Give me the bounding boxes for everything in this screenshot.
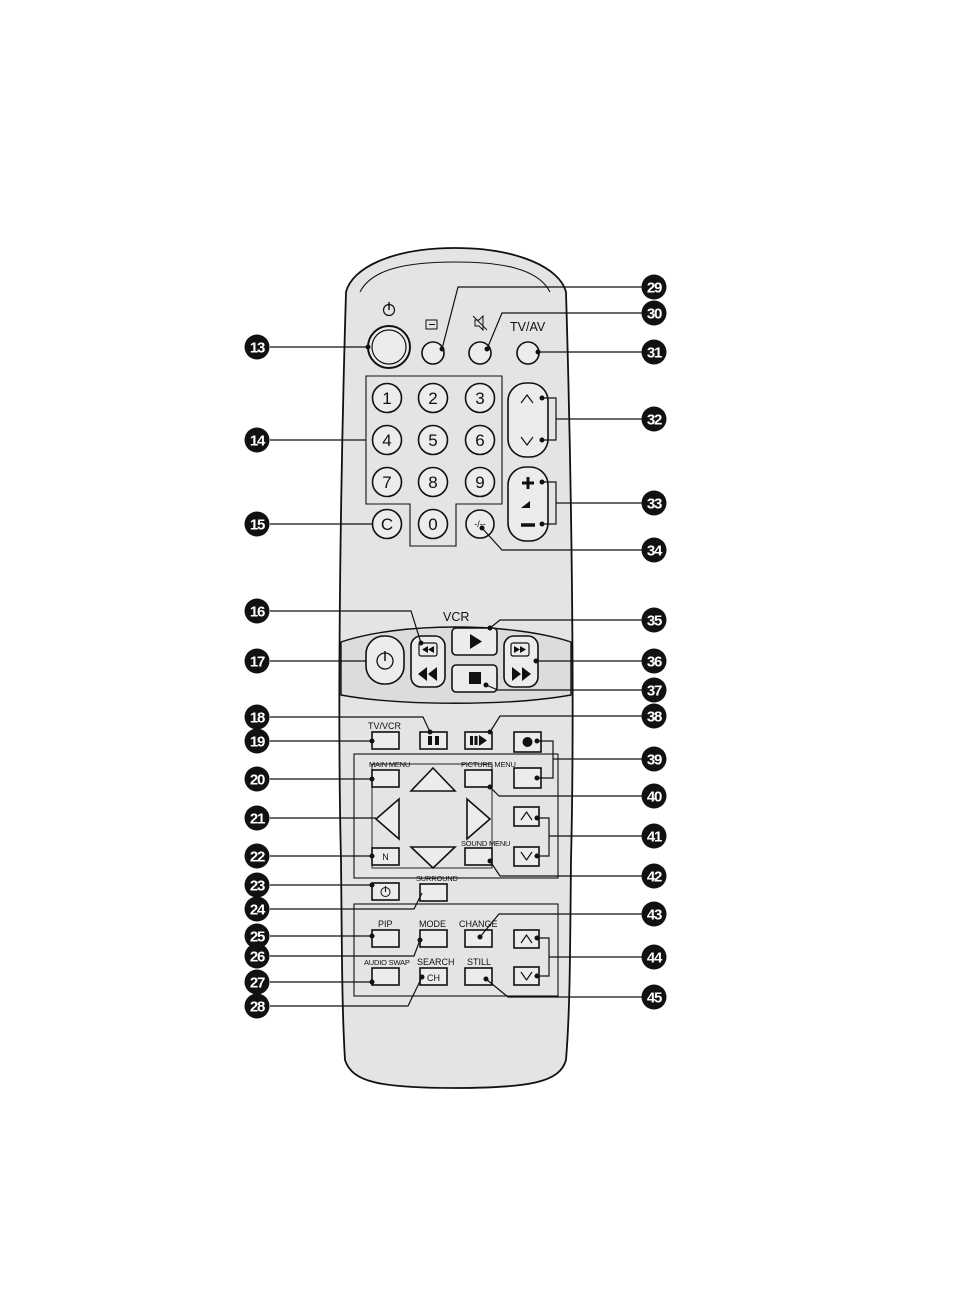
digit-2-label: 2 — [428, 389, 437, 408]
standby-button[interactable] — [368, 326, 410, 368]
callout-28: 28 — [250, 999, 265, 1016]
mode-button[interactable] — [420, 930, 447, 947]
change-label: CHANGE — [459, 919, 498, 929]
digit-7-label: 7 — [382, 473, 391, 492]
callout-13: 13 — [250, 340, 265, 357]
callout-17: 17 — [250, 654, 265, 671]
sound-menu-label: SOUND MENU — [461, 839, 510, 848]
callout-44: 44 — [647, 950, 663, 967]
sound-menu-button[interactable] — [465, 848, 492, 865]
callout-16: 16 — [250, 604, 265, 621]
callout-26: 26 — [250, 949, 265, 966]
digit-6-label: 6 — [475, 431, 484, 450]
pip-button[interactable] — [372, 930, 399, 947]
digit-5-label: 5 — [428, 431, 437, 450]
digit-3-label: 3 — [475, 389, 484, 408]
record-icon — [523, 737, 533, 747]
surround-button[interactable] — [420, 884, 447, 901]
callout-29: 29 — [647, 280, 662, 297]
callout-20: 20 — [250, 772, 265, 789]
callout-14: 14 — [250, 433, 266, 450]
fast-forward-group — [504, 636, 538, 687]
mode-label: MODE — [419, 919, 446, 929]
main-menu-label: MAIN MENU — [369, 760, 410, 769]
rewind-group — [411, 636, 445, 687]
callout-22: 22 — [250, 849, 265, 866]
callout-24: 24 — [250, 902, 266, 919]
callout-40: 40 — [647, 789, 662, 806]
digit-8-label: 8 — [428, 473, 437, 492]
mute-button[interactable] — [469, 342, 491, 364]
callout-39: 39 — [647, 752, 662, 769]
audio-swap-label: AUDIO SWAP — [364, 958, 410, 967]
clear-label: C — [381, 515, 393, 534]
channel-rocker[interactable] — [508, 383, 548, 457]
callout-33: 33 — [647, 496, 662, 513]
digit-1-label: 1 — [382, 389, 391, 408]
picture-menu-label: PICTURE MENU — [461, 760, 516, 769]
digit-4-label: 4 — [382, 431, 391, 450]
slow-button[interactable] — [465, 732, 492, 749]
input-select-button[interactable] — [422, 342, 444, 364]
callout-27: 27 — [250, 975, 265, 992]
pause-button[interactable] — [420, 732, 447, 749]
callout-15: 15 — [250, 517, 265, 534]
vcr-label: VCR — [443, 610, 469, 624]
callout-37: 37 — [647, 683, 662, 700]
normalise-label: N — [382, 852, 389, 862]
tv-av-label: TV/AV — [510, 320, 546, 334]
audio-swap-button[interactable] — [372, 968, 399, 985]
callout-42: 42 — [647, 869, 662, 886]
digit-0-label: 0 — [428, 515, 437, 534]
callout-31: 31 — [647, 345, 662, 362]
callout-25: 25 — [250, 929, 265, 946]
callout-36: 36 — [647, 654, 662, 671]
ch-search-key-label: CH — [427, 973, 440, 983]
stop-icon — [469, 672, 481, 684]
tv-vcr-button[interactable] — [372, 732, 399, 749]
digit-9-label: 9 — [475, 473, 484, 492]
callout-45: 45 — [647, 990, 662, 1007]
callout-21: 21 — [250, 811, 265, 828]
picture-menu-button[interactable] — [465, 770, 492, 787]
tv-vcr-label: TV/VCR — [368, 721, 402, 731]
callout-43: 43 — [647, 907, 662, 924]
callout-32: 32 — [647, 412, 662, 429]
callout-30: 30 — [647, 306, 662, 323]
pip-label: PIP — [378, 919, 393, 929]
callout-38: 38 — [647, 709, 662, 726]
callout-18: 18 — [250, 710, 265, 727]
main-menu-button[interactable] — [372, 770, 399, 787]
tv-av-button[interactable] — [517, 342, 539, 364]
still-button[interactable] — [465, 968, 492, 985]
callout-41: 41 — [647, 829, 662, 846]
surround-label: SURROUND — [416, 874, 459, 883]
search-label: SEARCH — [417, 957, 455, 967]
callout-23: 23 — [250, 878, 265, 895]
callout-35: 35 — [647, 613, 662, 630]
callout-19: 19 — [250, 734, 265, 751]
callout-34: 34 — [647, 543, 663, 560]
still-label: STILL — [467, 957, 491, 967]
